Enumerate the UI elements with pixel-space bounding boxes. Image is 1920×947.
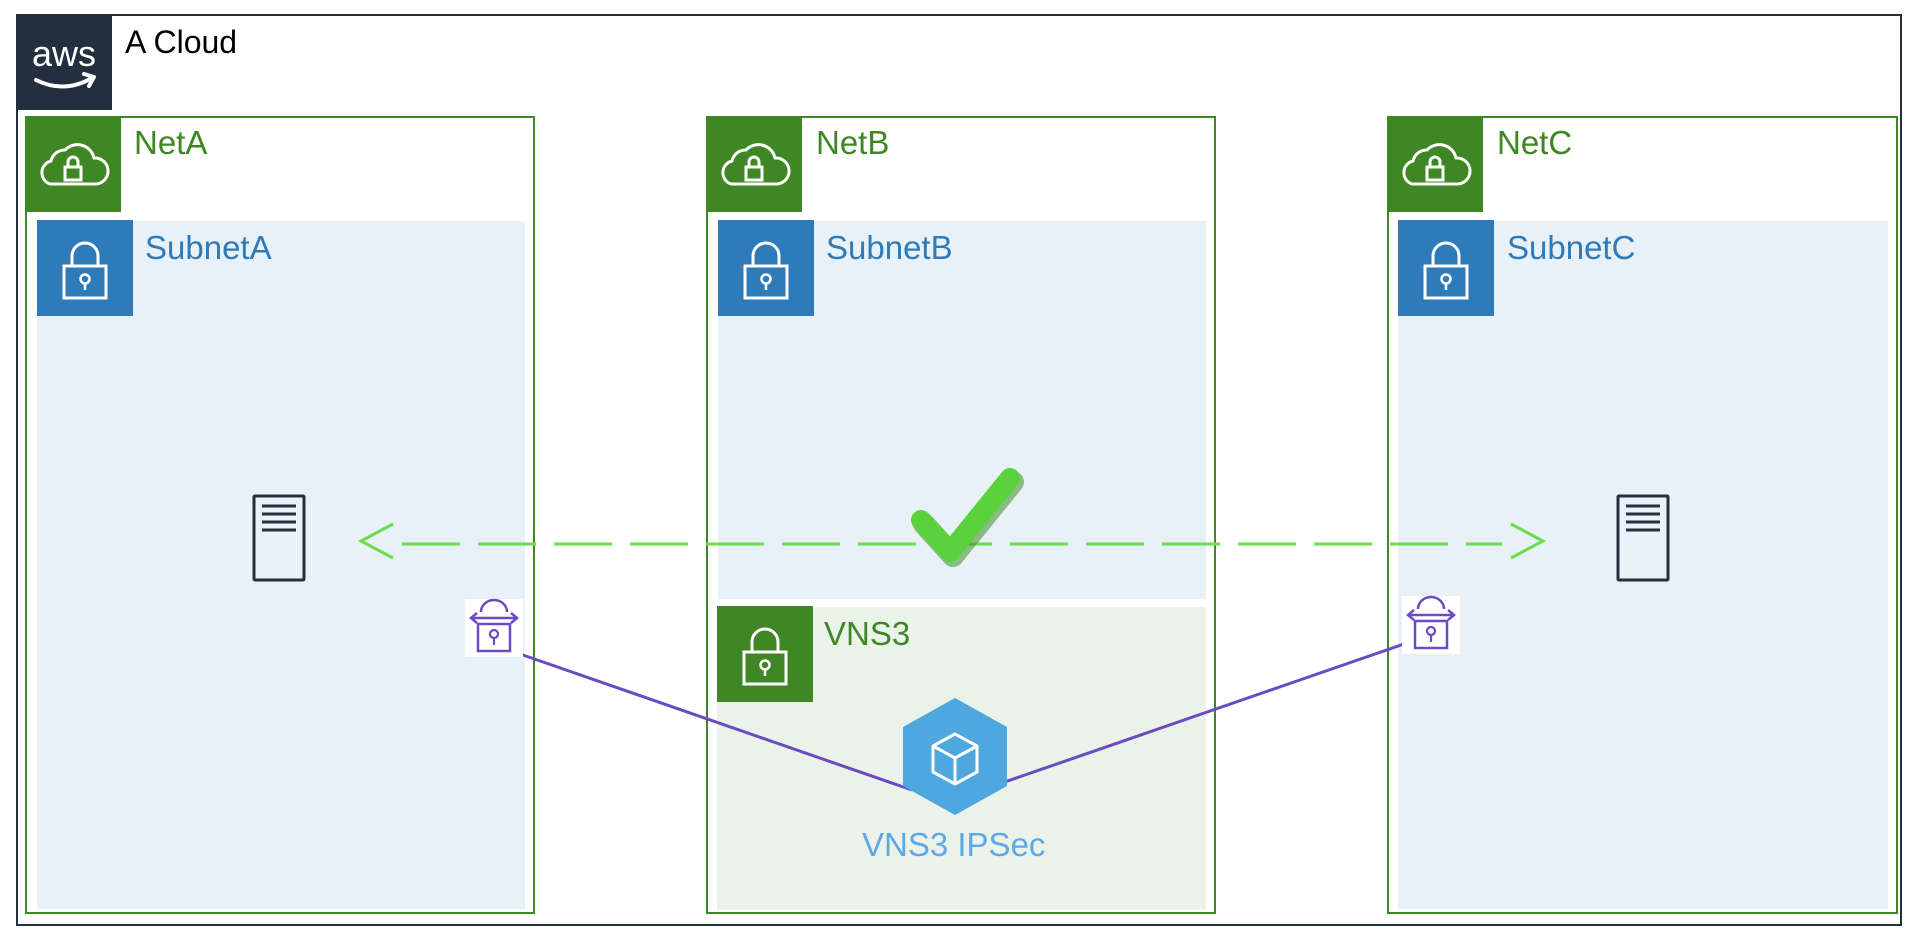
vpc-label-net-b: NetB	[816, 124, 890, 161]
subnet-label-c: SubnetC	[1507, 229, 1636, 266]
cloud-title: A Cloud	[125, 24, 238, 60]
ipsec-tunnel-c	[995, 642, 1405, 787]
vpc-label-net-a: NetA	[134, 124, 208, 161]
vpc-cloud-icon	[25, 116, 121, 212]
subnet-a	[37, 221, 525, 909]
vns3-appliance-label: VNS3 IPSec	[862, 826, 1046, 863]
vpc-cloud-icon	[706, 116, 802, 212]
server-icon	[1616, 494, 1670, 582]
vns3-lock-icon	[717, 606, 813, 702]
server-icon	[252, 494, 306, 582]
subnet-label-b: SubnetB	[826, 229, 953, 266]
subnet-lock-icon	[37, 220, 133, 316]
vpc-label-net-c: NetC	[1497, 124, 1573, 161]
vpn-gateway-icon	[1402, 595, 1460, 654]
vns3-appliance-icon	[903, 698, 1007, 815]
subnet-label-a: SubnetA	[145, 229, 272, 266]
subnet-lock-icon	[1398, 220, 1494, 316]
checkmark-icon	[911, 468, 1024, 567]
ipsec-tunnel-a	[519, 652, 913, 792]
svg-text:aws: aws	[32, 33, 96, 74]
vpc-cloud-icon	[1387, 116, 1483, 212]
subnet-lock-icon	[718, 220, 814, 316]
aws-logo: aws	[16, 14, 112, 110]
vns3-subnet-label: VNS3	[824, 615, 911, 652]
vpn-gateway-icon	[465, 598, 523, 657]
subnet-c	[1398, 221, 1888, 909]
